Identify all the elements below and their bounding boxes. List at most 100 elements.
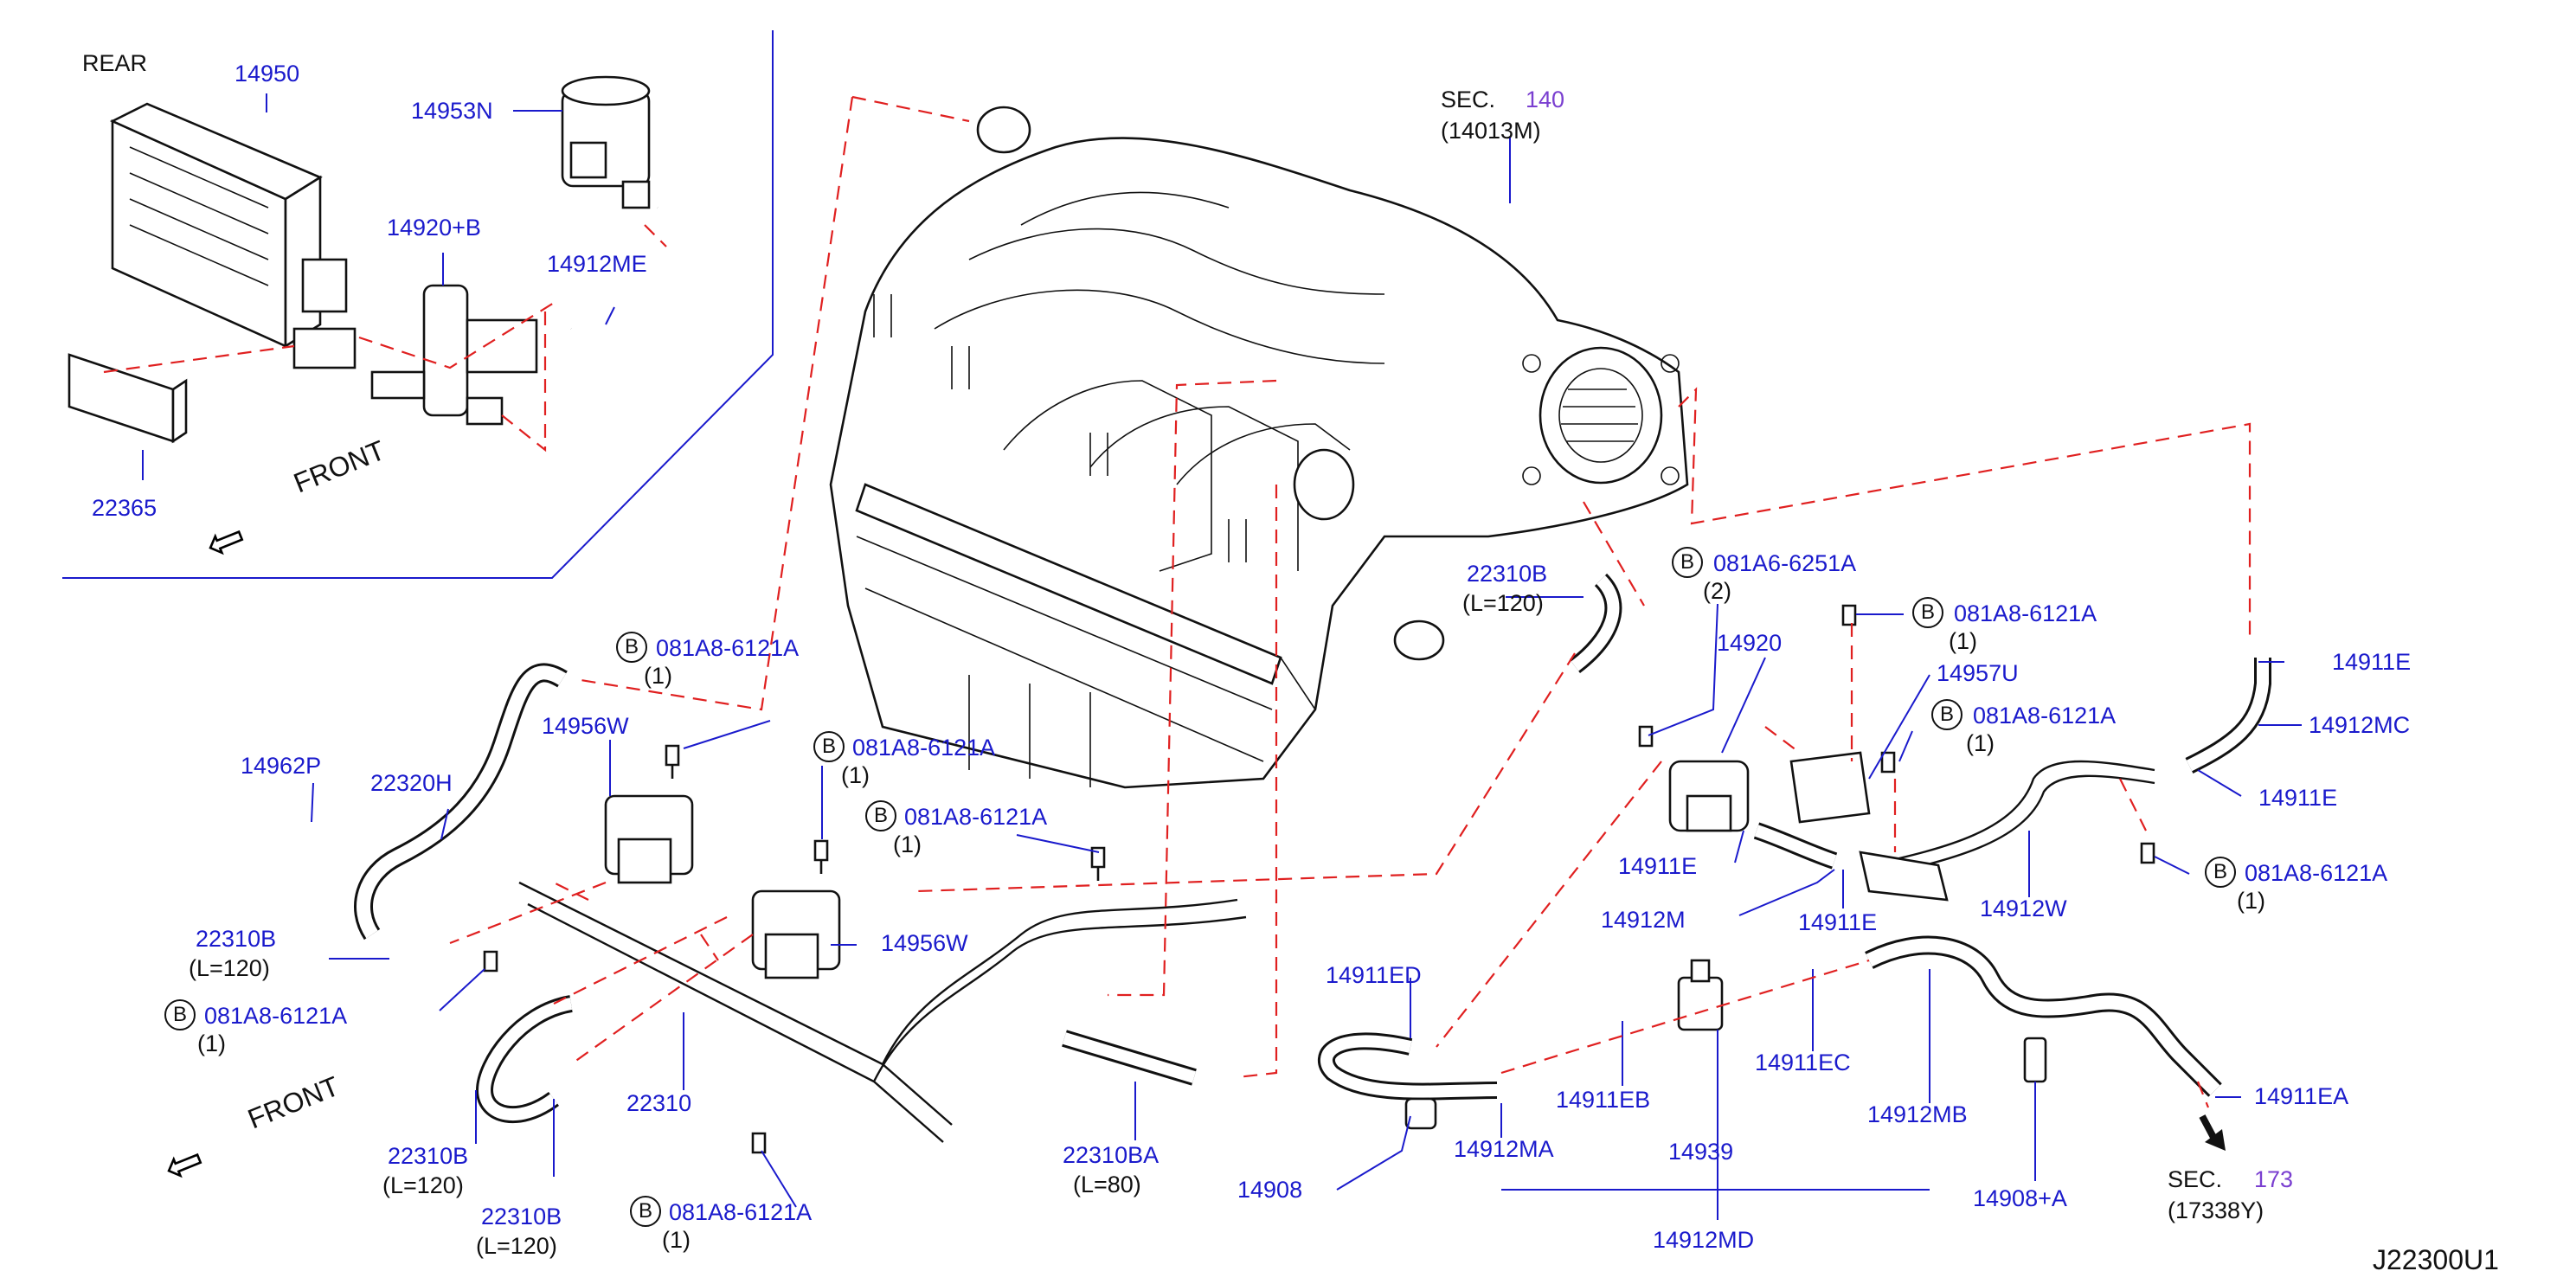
clip-14908A bbox=[2023, 1037, 2047, 1083]
rear-label: REAR bbox=[82, 50, 148, 76]
part-14911EC: 14911EC bbox=[1755, 1050, 1851, 1075]
hose-14912MC bbox=[2185, 658, 2271, 774]
valve-14939 bbox=[1677, 959, 1724, 1031]
part-22310B-right: 22310B bbox=[1467, 561, 1548, 587]
arrow-sec-173 bbox=[2199, 1114, 2226, 1151]
part-14920B: 14920+B bbox=[387, 215, 481, 241]
bolt-number: 081A8-6121A bbox=[2245, 860, 2388, 886]
valve-14953N bbox=[561, 75, 651, 209]
bolt-number: 081A8-6121A bbox=[669, 1199, 813, 1225]
part-22320H: 22320H bbox=[370, 770, 453, 796]
valve-14920B bbox=[370, 284, 538, 426]
part-14908: 14908 bbox=[1237, 1177, 1303, 1203]
part-14911EB: 14911EB bbox=[1556, 1087, 1651, 1113]
length-22310B-right: (L=120) bbox=[1462, 590, 1544, 616]
part-14912M: 14912M bbox=[1601, 907, 1686, 933]
part-14912MA: 14912MA bbox=[1454, 1136, 1554, 1162]
bolt-symbol: B bbox=[1672, 547, 1703, 578]
bolt-number: 081A8-6121A bbox=[656, 635, 800, 661]
part-14920: 14920 bbox=[1717, 630, 1783, 656]
sec-173-ref: (17338Y) bbox=[2168, 1197, 2264, 1223]
sensor-22365 bbox=[67, 353, 188, 444]
inset-panel-border bbox=[62, 30, 774, 579]
part-14911EA: 14911EA bbox=[2254, 1083, 2349, 1109]
part-14962P: 14962P bbox=[241, 753, 322, 779]
hose-22320H bbox=[354, 663, 568, 941]
solenoid-14956W-lower bbox=[751, 889, 841, 979]
bolt-symbol: B bbox=[2205, 857, 2236, 888]
length-22310B-b: (L=120) bbox=[382, 1172, 464, 1198]
part-22310B-b: 22310B bbox=[388, 1143, 469, 1169]
part-14939: 14939 bbox=[1668, 1139, 1734, 1165]
canister-14950 bbox=[109, 102, 357, 369]
part-14911E-top: 14911E bbox=[2332, 649, 2412, 675]
part-14912MC: 14912MC bbox=[2309, 712, 2411, 738]
tube-14912W bbox=[1859, 760, 2155, 902]
bolt-glyphs bbox=[483, 604, 2155, 1154]
part-22310: 22310 bbox=[626, 1090, 692, 1116]
bolt-symbol: B bbox=[865, 800, 896, 831]
part-22365: 22365 bbox=[92, 495, 157, 521]
bolt-qty: (1) bbox=[1966, 730, 1995, 756]
bolt-qty: (1) bbox=[893, 831, 922, 857]
bolt-symbol: B bbox=[1912, 597, 1943, 628]
part-14956W-lower: 14956W bbox=[881, 930, 968, 956]
bolt-symbol: B bbox=[1931, 699, 1963, 730]
length-22310BA: (L=80) bbox=[1073, 1172, 1141, 1197]
part-22310BA: 22310BA bbox=[1063, 1142, 1160, 1168]
bracket-14957U bbox=[1789, 751, 1871, 824]
part-22310B-a: 22310B bbox=[196, 926, 277, 952]
part-14957U: 14957U bbox=[1937, 660, 2019, 686]
sec-140-number: 140 bbox=[1526, 87, 1565, 112]
part-14912W: 14912W bbox=[1980, 896, 2067, 921]
part-14950: 14950 bbox=[234, 61, 300, 87]
bolt-symbol: B bbox=[164, 999, 196, 1030]
hose-14912M bbox=[1753, 822, 1838, 870]
part-22310B-c: 22310B bbox=[481, 1204, 562, 1229]
bolt-qty: (1) bbox=[1949, 628, 1977, 654]
diagram-code: J22300U1 bbox=[2373, 1244, 2499, 1275]
pipe-assembly-22310 bbox=[518, 881, 1247, 1143]
bolt-qty: (1) bbox=[841, 762, 870, 788]
part-14953N: 14953N bbox=[411, 98, 493, 124]
bolt-symbol: B bbox=[813, 731, 845, 762]
part-14911E-center: 14911E bbox=[1798, 909, 1878, 935]
hose-14912MB bbox=[1865, 935, 2222, 1097]
bolt-symbol: B bbox=[630, 1196, 661, 1227]
bolt-number: 081A6-6251A bbox=[1713, 550, 1857, 576]
part-14911ED: 14911ED bbox=[1326, 962, 1422, 988]
leader-lines bbox=[142, 93, 2302, 1220]
part-14911E-right: 14911E bbox=[2258, 785, 2338, 811]
hose-14912ME bbox=[568, 201, 739, 368]
part-14956W-upper: 14956W bbox=[542, 713, 629, 739]
part-14912ME: 14912ME bbox=[547, 251, 647, 277]
sec-173-number: 173 bbox=[2254, 1166, 2294, 1192]
length-22310B-c: (L=120) bbox=[476, 1233, 557, 1259]
part-14911E-left: 14911E bbox=[1618, 853, 1698, 879]
bolt-number: 081A8-6121A bbox=[1973, 703, 2117, 729]
part-14908A: 14908+A bbox=[1973, 1185, 2067, 1211]
hose-22310B bbox=[475, 995, 574, 1124]
solenoid-14956W-upper bbox=[604, 794, 694, 884]
part-14912MB: 14912MB bbox=[1867, 1101, 1968, 1127]
sec-140-ref: (14013M) bbox=[1441, 118, 1541, 144]
bolt-number: 081A8-6121A bbox=[852, 735, 996, 761]
length-22310B-a: (L=120) bbox=[189, 955, 270, 981]
bolt-qty: (1) bbox=[2237, 888, 2265, 914]
bolt-number: 081A8-6121A bbox=[904, 804, 1048, 830]
bolt-qty: (1) bbox=[662, 1227, 691, 1253]
bolt-qty: (2) bbox=[1703, 578, 1731, 604]
intake-manifold bbox=[829, 106, 1689, 789]
bolt-symbol: B bbox=[616, 632, 647, 663]
hose-22310BA bbox=[1062, 1030, 1197, 1086]
bolt-qty: (1) bbox=[644, 663, 672, 689]
sec-173-prefix: SEC. bbox=[2168, 1166, 2223, 1192]
bolt-number: 081A8-6121A bbox=[1954, 600, 2097, 626]
connection-lines bbox=[103, 95, 2252, 1108]
clip-14908 bbox=[1404, 1097, 1437, 1130]
sec-140-prefix: SEC. bbox=[1441, 87, 1496, 112]
part-14912MD: 14912MD bbox=[1653, 1227, 1755, 1253]
hose-14912MA bbox=[1318, 1032, 1498, 1101]
purge-valve-14920 bbox=[1668, 760, 1750, 832]
